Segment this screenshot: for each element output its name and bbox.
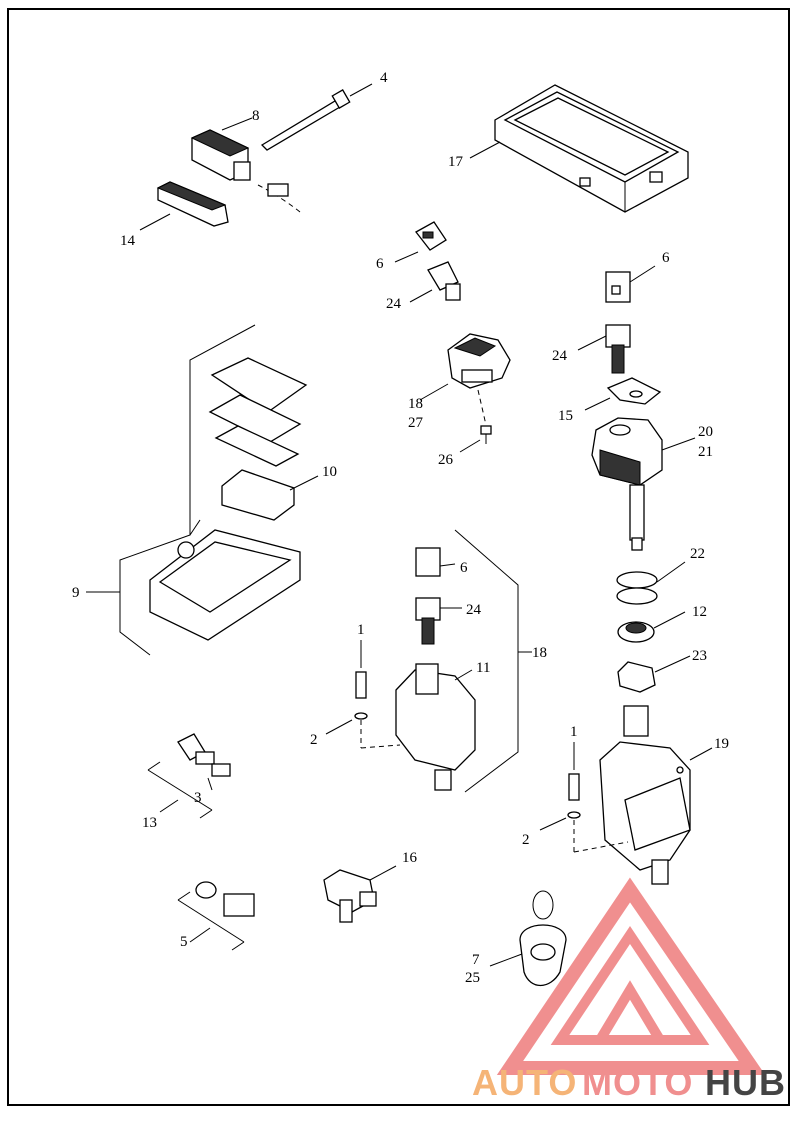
callout-21: 21 — [698, 444, 713, 460]
part-key-upper — [394, 221, 461, 303]
callout-17: 17 — [448, 154, 464, 170]
part-cylinder-group-18 — [395, 529, 532, 793]
part-sensor-13 — [147, 733, 231, 819]
part-switch-18-upper — [419, 333, 511, 426]
callout-23: 23 — [692, 648, 707, 664]
callout-8: 8 — [252, 108, 260, 124]
callout-10: 10 — [322, 464, 337, 480]
callout-6-lower: 6 — [460, 560, 468, 576]
diagram-border — [7, 8, 790, 1106]
callout-9: 9 — [72, 585, 80, 601]
callout-26: 26 — [438, 452, 454, 468]
callout-2-right: 2 — [522, 832, 530, 848]
callout-25: 25 — [465, 970, 480, 986]
part-ignition-body-19 — [599, 705, 713, 885]
part-enclosure-group — [86, 324, 319, 656]
callout-2-left: 2 — [310, 732, 318, 748]
callout-22: 22 — [690, 546, 705, 562]
callout-14: 14 — [120, 233, 136, 249]
callout-1-left: 1 — [357, 622, 365, 638]
watermark-logo: AUTO MOTO HUB — [472, 877, 786, 1103]
callout-4: 4 — [380, 70, 388, 86]
part-spacer-23 — [617, 655, 691, 693]
callout-15: 15 — [558, 408, 573, 424]
part-plug-5 — [177, 881, 255, 951]
callout-18-upper: 18 — [408, 396, 423, 412]
callout-labels: 4 8 17 14 6 24 6 24 18 27 15 20 21 26 10… — [72, 70, 729, 986]
callout-20: 20 — [698, 424, 713, 440]
callout-6-upper: 6 — [376, 256, 384, 272]
part-o-ring-22 — [616, 561, 686, 605]
part-screw-right — [539, 742, 629, 853]
callout-12: 12 — [692, 604, 707, 620]
part-cable-tie — [260, 83, 373, 151]
callout-5: 5 — [180, 934, 188, 950]
callout-16: 16 — [402, 850, 418, 866]
part-key-right — [577, 265, 656, 374]
watermark-word-hub: HUB — [705, 1062, 786, 1103]
callout-27: 27 — [408, 415, 424, 431]
callout-11: 11 — [476, 660, 490, 676]
part-screw-left — [325, 640, 401, 749]
part-valve-16 — [323, 865, 397, 923]
callout-6-right: 6 — [662, 250, 670, 266]
callout-13: 13 — [142, 815, 157, 831]
watermark-word-auto: AUTO — [472, 1062, 577, 1103]
callout-3: 3 — [194, 790, 202, 806]
callout-24-right: 24 — [552, 348, 568, 364]
part-retainer-15 — [584, 377, 662, 411]
watermark-word-moto: MOTO — [582, 1062, 693, 1103]
callout-24-upper: 24 — [386, 296, 402, 312]
part-connector-8 — [190, 117, 301, 213]
callout-18-lower: 18 — [532, 645, 547, 661]
callout-19: 19 — [714, 736, 729, 752]
callout-1-right: 1 — [570, 724, 578, 740]
part-screw-26 — [459, 425, 492, 453]
callout-7: 7 — [472, 952, 480, 968]
part-connector-14 — [139, 181, 229, 231]
part-key-fob-7 — [489, 890, 567, 987]
part-ignition-cap-20 — [591, 417, 696, 551]
callout-24-lower: 24 — [466, 602, 482, 618]
part-nut-12 — [617, 611, 686, 643]
part-module-17 — [469, 84, 689, 213]
